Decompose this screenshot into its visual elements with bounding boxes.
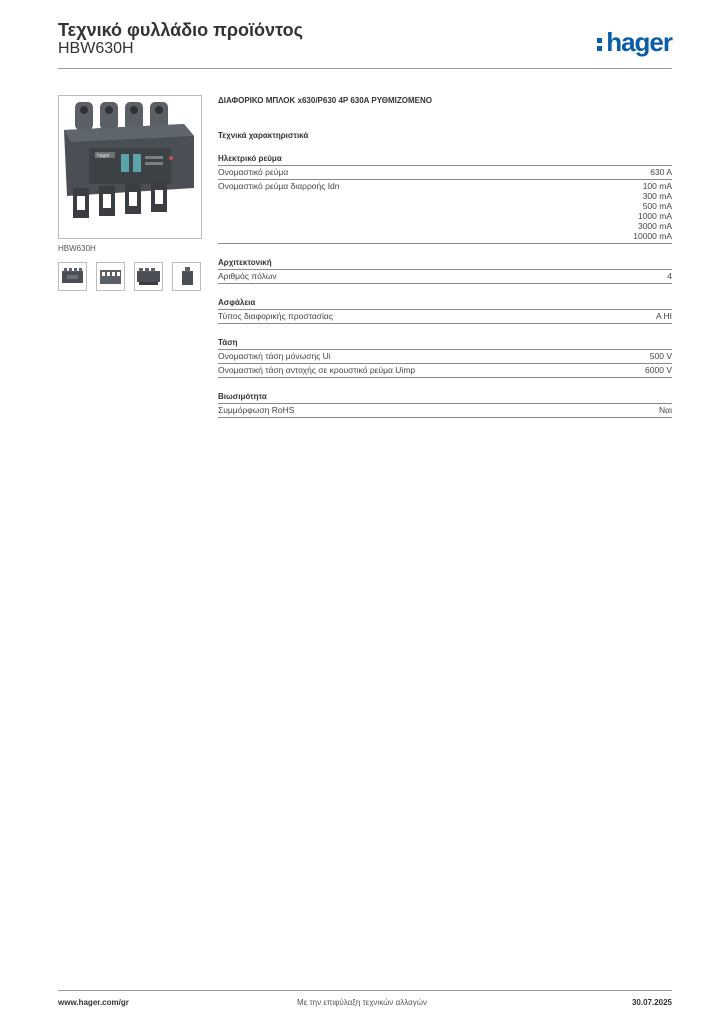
thumbnail-device-icon: [182, 267, 193, 285]
spec-section-safety: Ασφάλεια Τύπος διαφορικής προστασίας A H…: [218, 298, 672, 324]
spec-value-line: Ναι: [659, 405, 672, 415]
spec-row: Ονομαστικό ρεύμα 630 A: [218, 166, 672, 180]
thumbnail-device-icon: [100, 270, 121, 284]
spec-label: Ονομαστικό ρεύμα: [218, 167, 289, 177]
spec-value-line: 6000 V: [645, 365, 672, 375]
product-device-illustration: hager: [59, 96, 201, 238]
logo-dots-icon: [597, 35, 603, 54]
section-heading: Τάση: [218, 338, 672, 350]
section-heading: Αρχιτεκτονική: [218, 258, 672, 270]
spec-value: 500 V: [650, 351, 672, 361]
thumbnail-angle[interactable]: [134, 262, 163, 291]
spec-value: 6000 V: [645, 365, 672, 375]
section-heading: Βιωσιμότητα: [218, 392, 672, 404]
spec-value: A HI: [656, 311, 672, 321]
spec-label: Ονομαστική τάση μόνωσης Ui: [218, 351, 331, 361]
logo-text: hager: [606, 27, 673, 57]
header-divider: [58, 68, 672, 69]
spec-value-line: 500 V: [649, 351, 672, 361]
spec-label: Τύπος διαφορικής προστασίας: [218, 311, 333, 321]
spec-row: Ονομαστικό ρεύμα διαρροής Idn 100 mA 300…: [218, 180, 672, 244]
spec-value-line: 1000 mA: [637, 211, 672, 221]
spec-row: Ονομαστική τάση αντοχής σε κρουστικό ρεύ…: [218, 364, 672, 378]
spec-value-line: 10000 mA: [633, 231, 672, 241]
spec-subtitle: Τεχνικά χαρακτηριστικά: [218, 131, 309, 140]
device-brand-label: hager: [97, 153, 110, 159]
spec-row: Συμμόρφωση RoHS Ναι: [218, 404, 672, 418]
footer-divider: [58, 990, 672, 991]
document-title: Τεχνικό φυλλάδιο προϊόντος: [58, 20, 303, 40]
spec-value-line: 4: [667, 271, 672, 281]
spec-section-voltage: Τάση Ονομαστική τάση μόνωσης Ui 500 V Ον…: [218, 338, 672, 378]
product-description: ΔΙΑΦΟΡΙΚΟ ΜΠΛΟΚ x630/P630 4P 630A ΡΥΘΜΙΖ…: [218, 96, 432, 105]
thumbnail-device-icon: [62, 268, 83, 283]
spec-label: Αριθμός πόλων: [218, 271, 277, 281]
spec-panel: ΔΙΑΦΟΡΙΚΟ ΜΠΛΟΚ x630/P630 4P 630A ΡΥΘΜΙΖ…: [218, 96, 672, 432]
thumbnail-front[interactable]: [58, 262, 87, 291]
section-heading: Ηλεκτρικό ρεύμα: [218, 154, 672, 166]
spec-label: Συμμόρφωση RoHS: [218, 405, 295, 415]
spec-value-line: 3000 mA: [637, 221, 672, 231]
spec-value-line: 630 A: [650, 167, 672, 177]
spec-section-architecture: Αρχιτεκτονική Αριθμός πόλων 4: [218, 258, 672, 284]
product-image[interactable]: hager: [58, 95, 202, 239]
spec-label: Ονομαστική τάση αντοχής σε κρουστικό ρεύ…: [218, 365, 416, 375]
thumbnail-top[interactable]: [96, 262, 125, 291]
spec-section-sustainability: Βιωσιμότητα Συμμόρφωση RoHS Ναι: [218, 392, 672, 418]
spec-section-electrical: Ηλεκτρικό ρεύμα Ονομαστικό ρεύμα 630 A Ο…: [218, 154, 672, 244]
thumbnail-side[interactable]: [172, 262, 201, 291]
spec-row: Τύπος διαφορικής προστασίας A HI: [218, 310, 672, 324]
spec-value-line: 500 mA: [642, 201, 672, 211]
spec-label: Ονομαστικό ρεύμα διαρροής Idn: [218, 181, 340, 191]
spec-row: Ονομαστική τάση μόνωσης Ui 500 V: [218, 350, 672, 364]
spec-value: 630 A: [650, 167, 672, 177]
spec-value-line: 300 mA: [642, 191, 672, 201]
spec-value: Ναι: [659, 405, 672, 415]
footer-disclaimer: Με την επιφύλαξη τεχνικών αλλαγών: [297, 998, 427, 1007]
spec-value: 100 mA 300 mA 500 mA 1000 mA 3000 mA 100…: [633, 181, 672, 241]
section-heading: Ασφάλεια: [218, 298, 672, 310]
spec-value-line: A HI: [655, 311, 672, 321]
product-image-caption: HBW630H: [58, 244, 96, 253]
footer-date: 30.07.2025: [631, 998, 672, 1007]
hager-logo: hager: [597, 27, 673, 58]
spec-row: Αριθμός πόλων 4: [218, 270, 672, 284]
footer-website-link[interactable]: www.hager.com/gr: [58, 998, 129, 1007]
spec-value-line: 100 mA: [642, 181, 672, 191]
spec-value: 4: [667, 271, 672, 281]
thumbnail-device-icon: [137, 268, 160, 285]
product-reference: HBW630H: [58, 40, 134, 57]
